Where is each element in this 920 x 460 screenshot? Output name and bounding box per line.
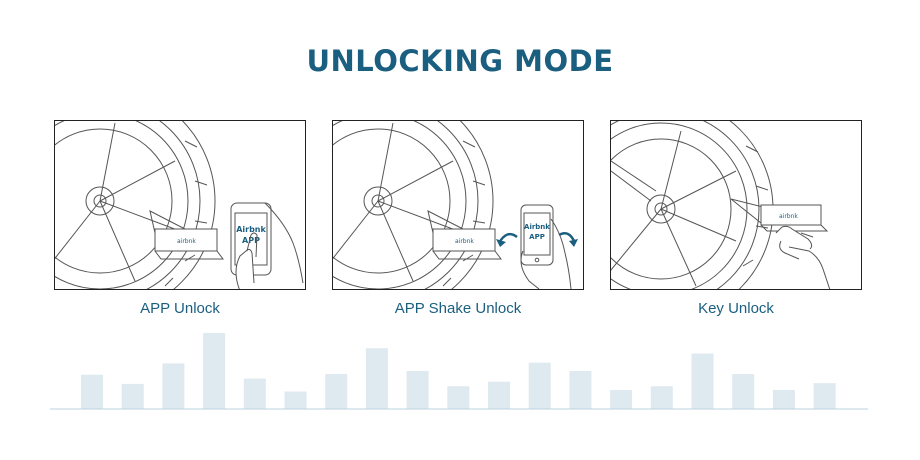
decor-bar	[122, 384, 144, 409]
decor-bar	[407, 371, 429, 409]
decor-bar	[814, 383, 836, 409]
decor-bar	[81, 375, 103, 409]
decor-bar	[529, 363, 551, 409]
decor-bar	[325, 374, 347, 409]
decor-bar	[773, 390, 795, 409]
decor-bar	[651, 386, 673, 409]
decor-bar	[488, 382, 510, 409]
decor-bar	[447, 386, 469, 409]
decor-bar	[692, 354, 714, 409]
decor-bar	[244, 379, 266, 409]
decor-bar	[162, 363, 184, 409]
decor-bar	[610, 390, 632, 409]
decor-bar	[569, 371, 591, 409]
decor-bar	[285, 392, 307, 409]
decor-bar	[203, 333, 225, 409]
decor-bar	[366, 348, 388, 409]
decor-bar	[732, 374, 754, 409]
